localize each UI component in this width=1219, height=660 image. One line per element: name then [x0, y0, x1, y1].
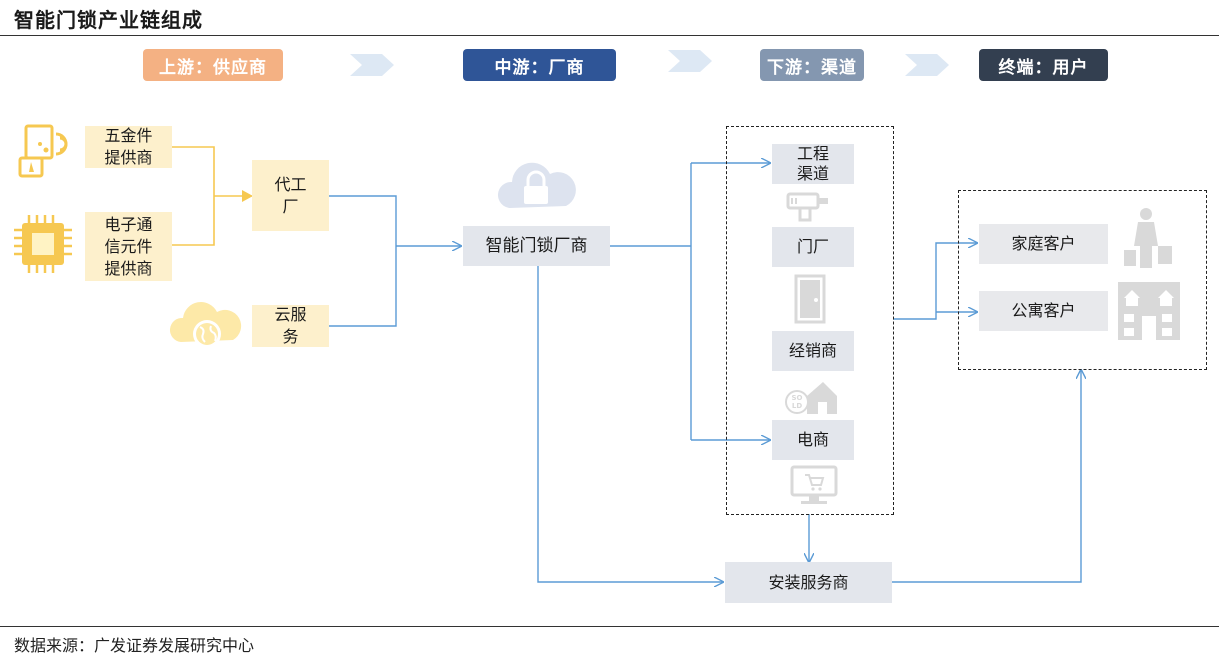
apartment-customer-label: 公寓客户	[1011, 301, 1076, 320]
stage-downstream: 下游：渠道	[760, 49, 864, 81]
smart-lock-manufacturer-label: 智能门锁厂商	[485, 236, 588, 256]
stage-arrow-3	[905, 54, 949, 76]
engineering-channel-label: 工程 渠道	[796, 144, 829, 183]
channel-group	[726, 126, 894, 515]
ecommerce-label: 电商	[796, 430, 829, 449]
chip-icon	[14, 215, 72, 273]
cloud-service-label: 云服 务	[274, 305, 307, 346]
apartment-customer-box: 公寓客户	[979, 291, 1108, 331]
stage-midstream-label: 中游：厂商	[494, 57, 585, 78]
dealer-box: 经销商	[772, 331, 854, 371]
door-factory-box: 门厂	[772, 227, 854, 267]
page-title: 智能门锁产业链组成	[14, 8, 203, 32]
door-icon	[794, 274, 826, 324]
electronics-supplier-label: 电子通 信元件 提供商	[104, 214, 153, 278]
oem-factory-box: 代工 厂	[252, 160, 329, 231]
hardware-supplier-label: 五金件 提供商	[104, 126, 153, 167]
installation-service-box: 安装服务商	[725, 562, 892, 603]
apartment-building-icon	[1118, 282, 1180, 340]
stage-downstream-label: 下游：渠道	[767, 57, 857, 78]
electronics-supplier-box: 电子通 信元件 提供商	[85, 212, 172, 281]
hardware-supplier-box: 五金件 提供商	[85, 126, 172, 168]
home-customer-box: 家庭客户	[979, 224, 1108, 264]
stage-terminal: 终端：用户	[979, 49, 1108, 81]
source-note: 数据来源：广发证券发展研究中心	[14, 636, 255, 655]
stage-terminal-label: 终端：用户	[998, 57, 1089, 78]
computer-cart-icon	[790, 465, 838, 504]
top-divider	[0, 35, 1219, 36]
door-factory-label: 门厂	[796, 237, 829, 256]
installation-service-label: 安装服务商	[768, 572, 849, 592]
sold-house-icon: SO LD	[785, 382, 837, 414]
cloud-lock-icon	[497, 162, 576, 208]
cloud-globe-icon	[169, 302, 242, 348]
stage-upstream: 上游：供应商	[143, 49, 283, 81]
hardware-icon	[18, 124, 68, 178]
shopper-icon	[1124, 208, 1172, 268]
dealer-label: 经销商	[788, 341, 837, 360]
stage-midstream: 中游：厂商	[463, 49, 616, 81]
oem-factory-label: 代工 厂	[274, 174, 307, 216]
smart-lock-manufacturer-box: 智能门锁厂商	[463, 226, 610, 266]
engineering-channel-box: 工程 渠道	[772, 144, 854, 184]
stage-arrow-1	[350, 54, 394, 76]
stage-arrow-2	[668, 50, 712, 72]
bottom-divider	[0, 626, 1219, 627]
home-customer-label: 家庭客户	[1011, 234, 1076, 253]
svg-text:LD: LD	[792, 402, 802, 410]
cloud-service-box: 云服 务	[252, 305, 329, 347]
stage-upstream-label: 上游：供应商	[159, 57, 267, 78]
customer-group	[958, 190, 1207, 370]
svg-text:SO: SO	[792, 394, 803, 402]
ecommerce-box: 电商	[772, 420, 854, 460]
drill-icon	[786, 192, 828, 222]
